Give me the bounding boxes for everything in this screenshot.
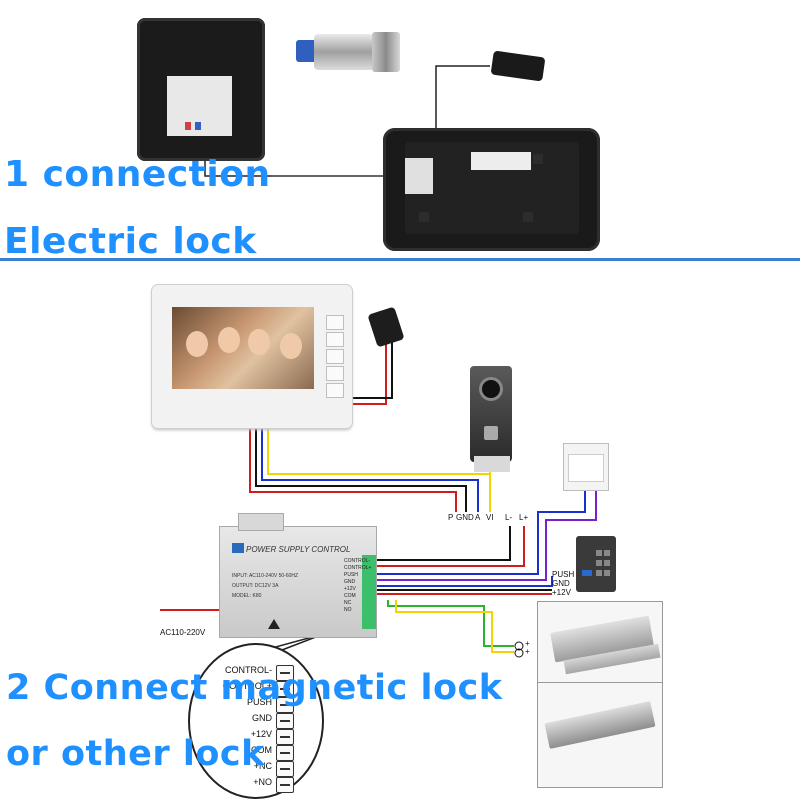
psu-term-label: +12V xyxy=(344,586,356,592)
wire-mag-yellow xyxy=(395,600,514,653)
wire-push xyxy=(376,576,553,587)
wire-label-push: PUSH xyxy=(552,570,575,579)
adapter-wire-red xyxy=(352,332,387,405)
wire-blue-monitor xyxy=(261,428,479,512)
zoom-terminal-screw xyxy=(276,761,294,777)
psu-term-label: CONTROL+ xyxy=(344,565,372,571)
zoom-term-label: CONTROL+ xyxy=(222,681,272,691)
model-label xyxy=(471,152,531,170)
zoom-term-label: +12V xyxy=(250,729,272,739)
mag-label-plus-bottom: + xyxy=(525,647,530,656)
mag-terminal-plus-top xyxy=(514,641,524,651)
caption-other-lock: or other lock xyxy=(6,734,265,774)
psu-term-label: GND xyxy=(344,579,356,585)
zoom-terminal-screw xyxy=(276,665,294,681)
mag-label-plus-top: + xyxy=(525,639,530,648)
wire-lock-plus xyxy=(376,526,525,567)
indoor-monitor xyxy=(152,285,352,428)
zoom-terminal-screw xyxy=(276,729,294,745)
psu-term-label: CONTROL- xyxy=(344,558,371,564)
psu-term-label: NO xyxy=(344,607,352,613)
electric-lock-icon xyxy=(296,30,404,74)
wire-mag-green xyxy=(387,600,514,647)
adapter-wire-black xyxy=(352,332,393,399)
psu-logo xyxy=(232,543,244,553)
wire-label-l-minus: L- xyxy=(505,513,513,522)
psu-term-label: PUSH xyxy=(344,572,358,578)
door-camera-icon xyxy=(470,366,512,472)
power-supply-control: POWER SUPPLY CONTROL INPUT: AC110-240V 5… xyxy=(219,513,377,638)
psu-model: MODEL: K80 xyxy=(232,593,262,599)
access-keypad-icon xyxy=(576,536,616,592)
section-divider xyxy=(0,258,800,261)
psu-output: OUTPUT: DC12V 3A xyxy=(232,583,279,589)
monitor-screen xyxy=(172,307,314,389)
caption-connection: 1 connection xyxy=(4,154,271,195)
psu-terminal-block xyxy=(362,555,376,629)
wire-label-l-plus: L+ xyxy=(519,513,529,522)
strike-lock-icon xyxy=(544,701,656,749)
wire-exit-blue xyxy=(376,490,586,575)
wire-exit-purple xyxy=(376,490,597,581)
zoom-terminal-screw xyxy=(276,777,294,793)
wire-label-a: A xyxy=(475,513,481,522)
wire-label-vi: VI xyxy=(486,513,494,522)
warning-icon xyxy=(268,619,280,629)
psu-title: POWER SUPPLY CONTROL xyxy=(246,545,351,554)
psu-term-label: COM xyxy=(344,593,356,599)
zoom-term-label: +NO xyxy=(253,777,272,787)
zoom-term-label: PUSH xyxy=(246,697,272,707)
caption-magnetic-lock: 2 Connect magnetic lock xyxy=(6,668,503,708)
indoor-unit-back xyxy=(137,18,265,161)
wire-yellow-monitor xyxy=(267,428,491,512)
lock-options-box xyxy=(537,601,663,788)
zoom-term-label: GND xyxy=(252,713,272,723)
zoom-terminal-screw xyxy=(276,681,294,697)
zoom-terminal-screw xyxy=(276,745,294,761)
unit-terminal xyxy=(195,122,201,130)
zoom-terminal-screw xyxy=(276,713,294,729)
psu-term-label: NC xyxy=(344,600,352,606)
wire-label-gnd: GND xyxy=(456,513,474,522)
terminal-block xyxy=(405,158,433,194)
exit-button-icon xyxy=(563,443,609,491)
zoom-terminal-screw xyxy=(276,697,294,713)
monitor-back xyxy=(383,128,600,251)
unit-terminal xyxy=(185,122,191,130)
caption-electric-lock: Electric lock xyxy=(4,221,257,262)
zoom-term-label: +NC xyxy=(253,761,272,771)
wire-label-ac: AC110-220V xyxy=(160,628,206,637)
wire-lock-minus xyxy=(376,526,511,561)
zoom-term-label: COM xyxy=(251,745,272,755)
wire-label-p: P xyxy=(448,513,454,522)
monitor-buttons xyxy=(326,315,344,398)
wire-label-12v: +12V xyxy=(552,588,571,597)
wire-black-monitor xyxy=(255,428,467,512)
mag-terminal-plus-bottom xyxy=(514,648,524,658)
psu-input: INPUT: AC110-240V 50-60HZ xyxy=(232,573,299,579)
wire-red-monitor xyxy=(249,428,457,512)
terminal-zoom-callout: CONTROL- CONTROL+ PUSH GND +12V COM +NC … xyxy=(188,643,324,799)
zoom-term-label: CONTROL- xyxy=(225,665,272,675)
wire-label-gnd: GND xyxy=(552,579,570,588)
